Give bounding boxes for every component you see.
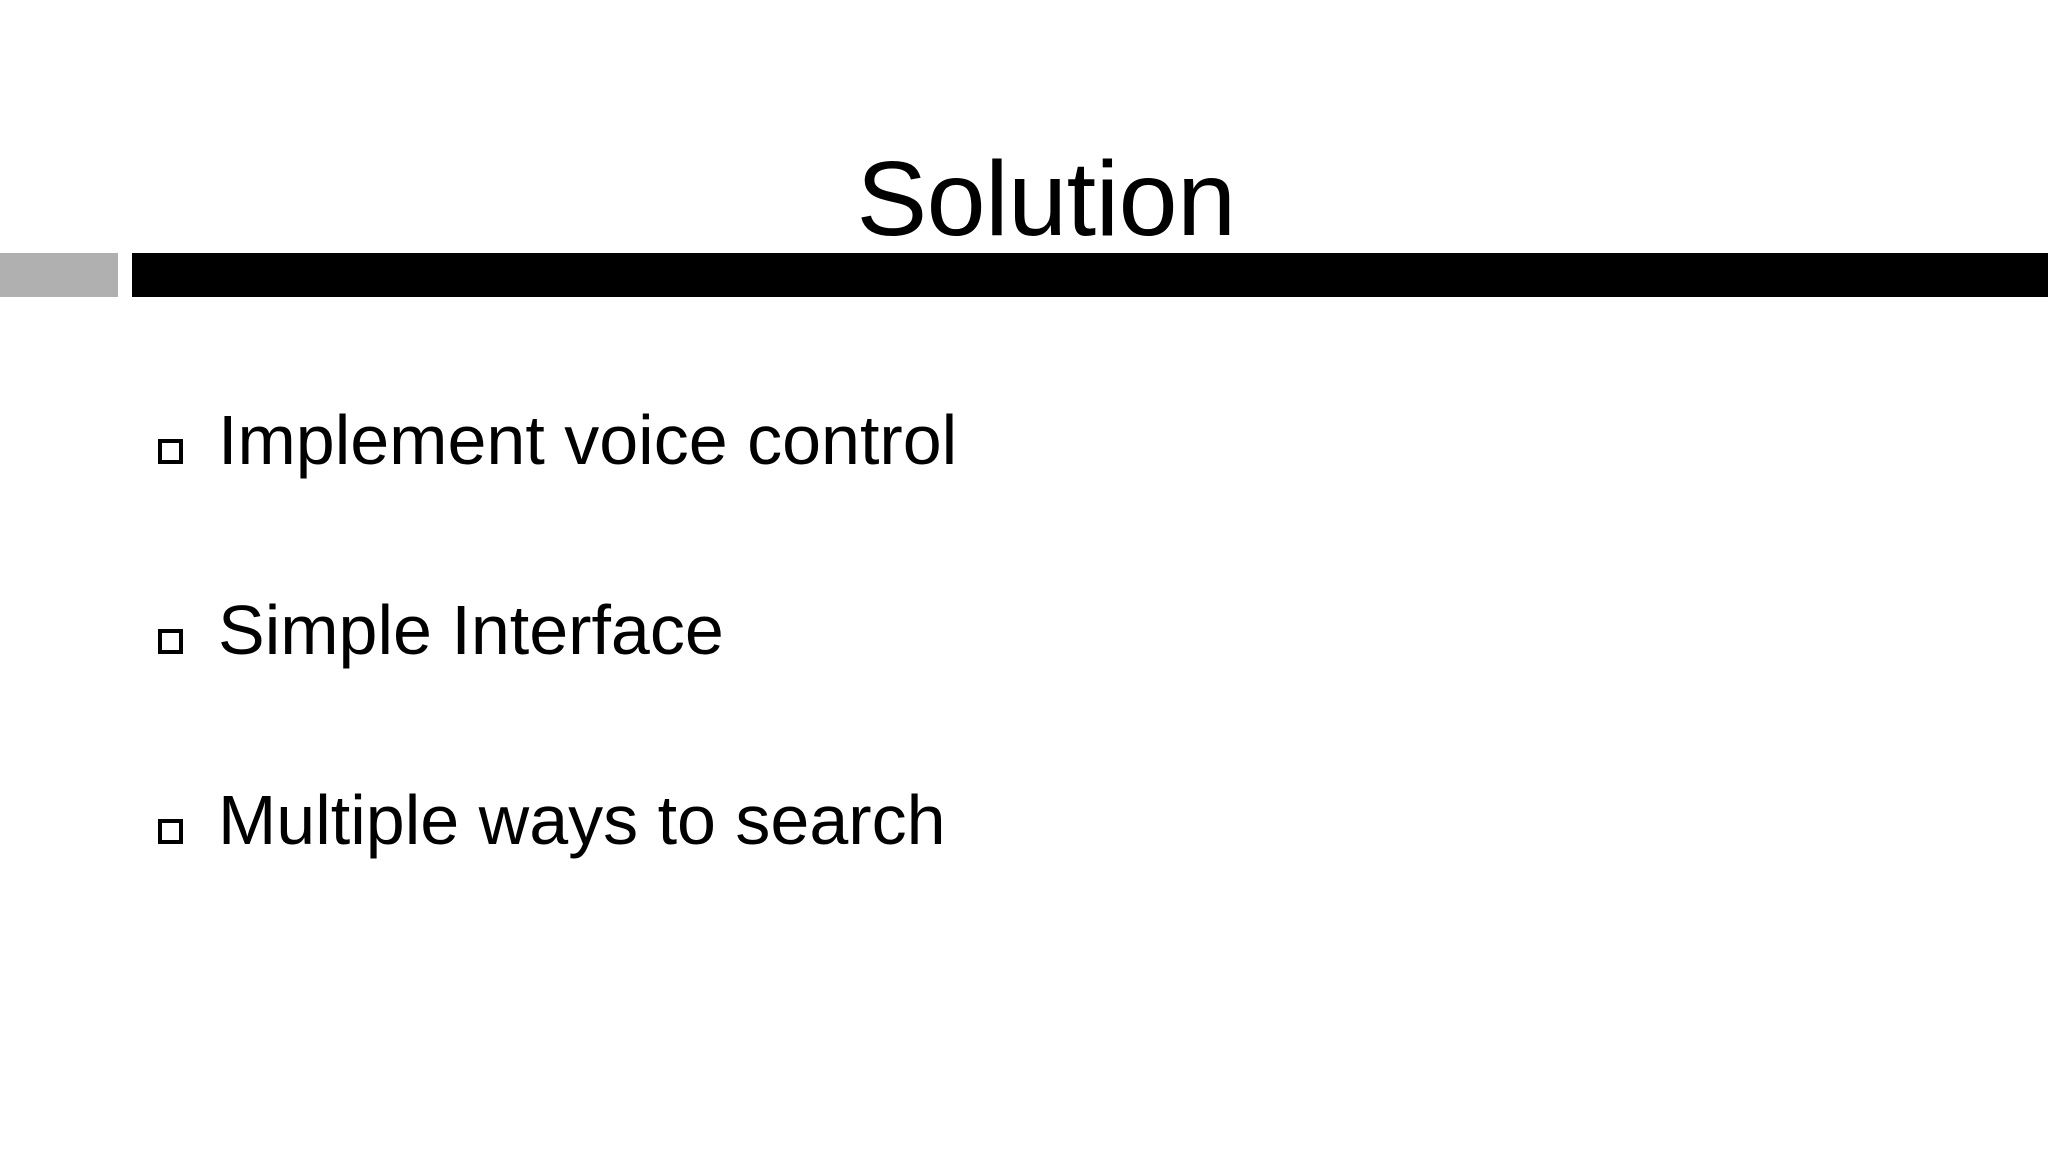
list-item: Implement voice control: [158, 398, 1928, 588]
hollow-square-glyph: [158, 439, 183, 464]
list-item-label: Implement voice control: [218, 401, 958, 479]
hollow-square-glyph: [158, 629, 183, 654]
hollow-square-bullet-icon: [158, 626, 192, 660]
list-item: Simple Interface: [158, 588, 1928, 778]
list-item-label: Multiple ways to search: [218, 781, 946, 859]
hollow-square-bullet-icon: [158, 436, 192, 470]
hollow-square-bullet-icon: [158, 816, 192, 850]
title-divider: [0, 253, 2048, 297]
hollow-square-glyph: [158, 819, 183, 844]
slide-title: Solution: [0, 140, 2048, 259]
accent-swatch: [0, 253, 118, 297]
slide-title-text: Solution: [856, 140, 1236, 259]
list-item: Multiple ways to search: [158, 778, 1928, 968]
title-underline-rule: [132, 253, 2048, 297]
bullet-list: Implement voice control Simple Interface…: [158, 398, 1928, 968]
list-item-label: Simple Interface: [218, 591, 724, 669]
